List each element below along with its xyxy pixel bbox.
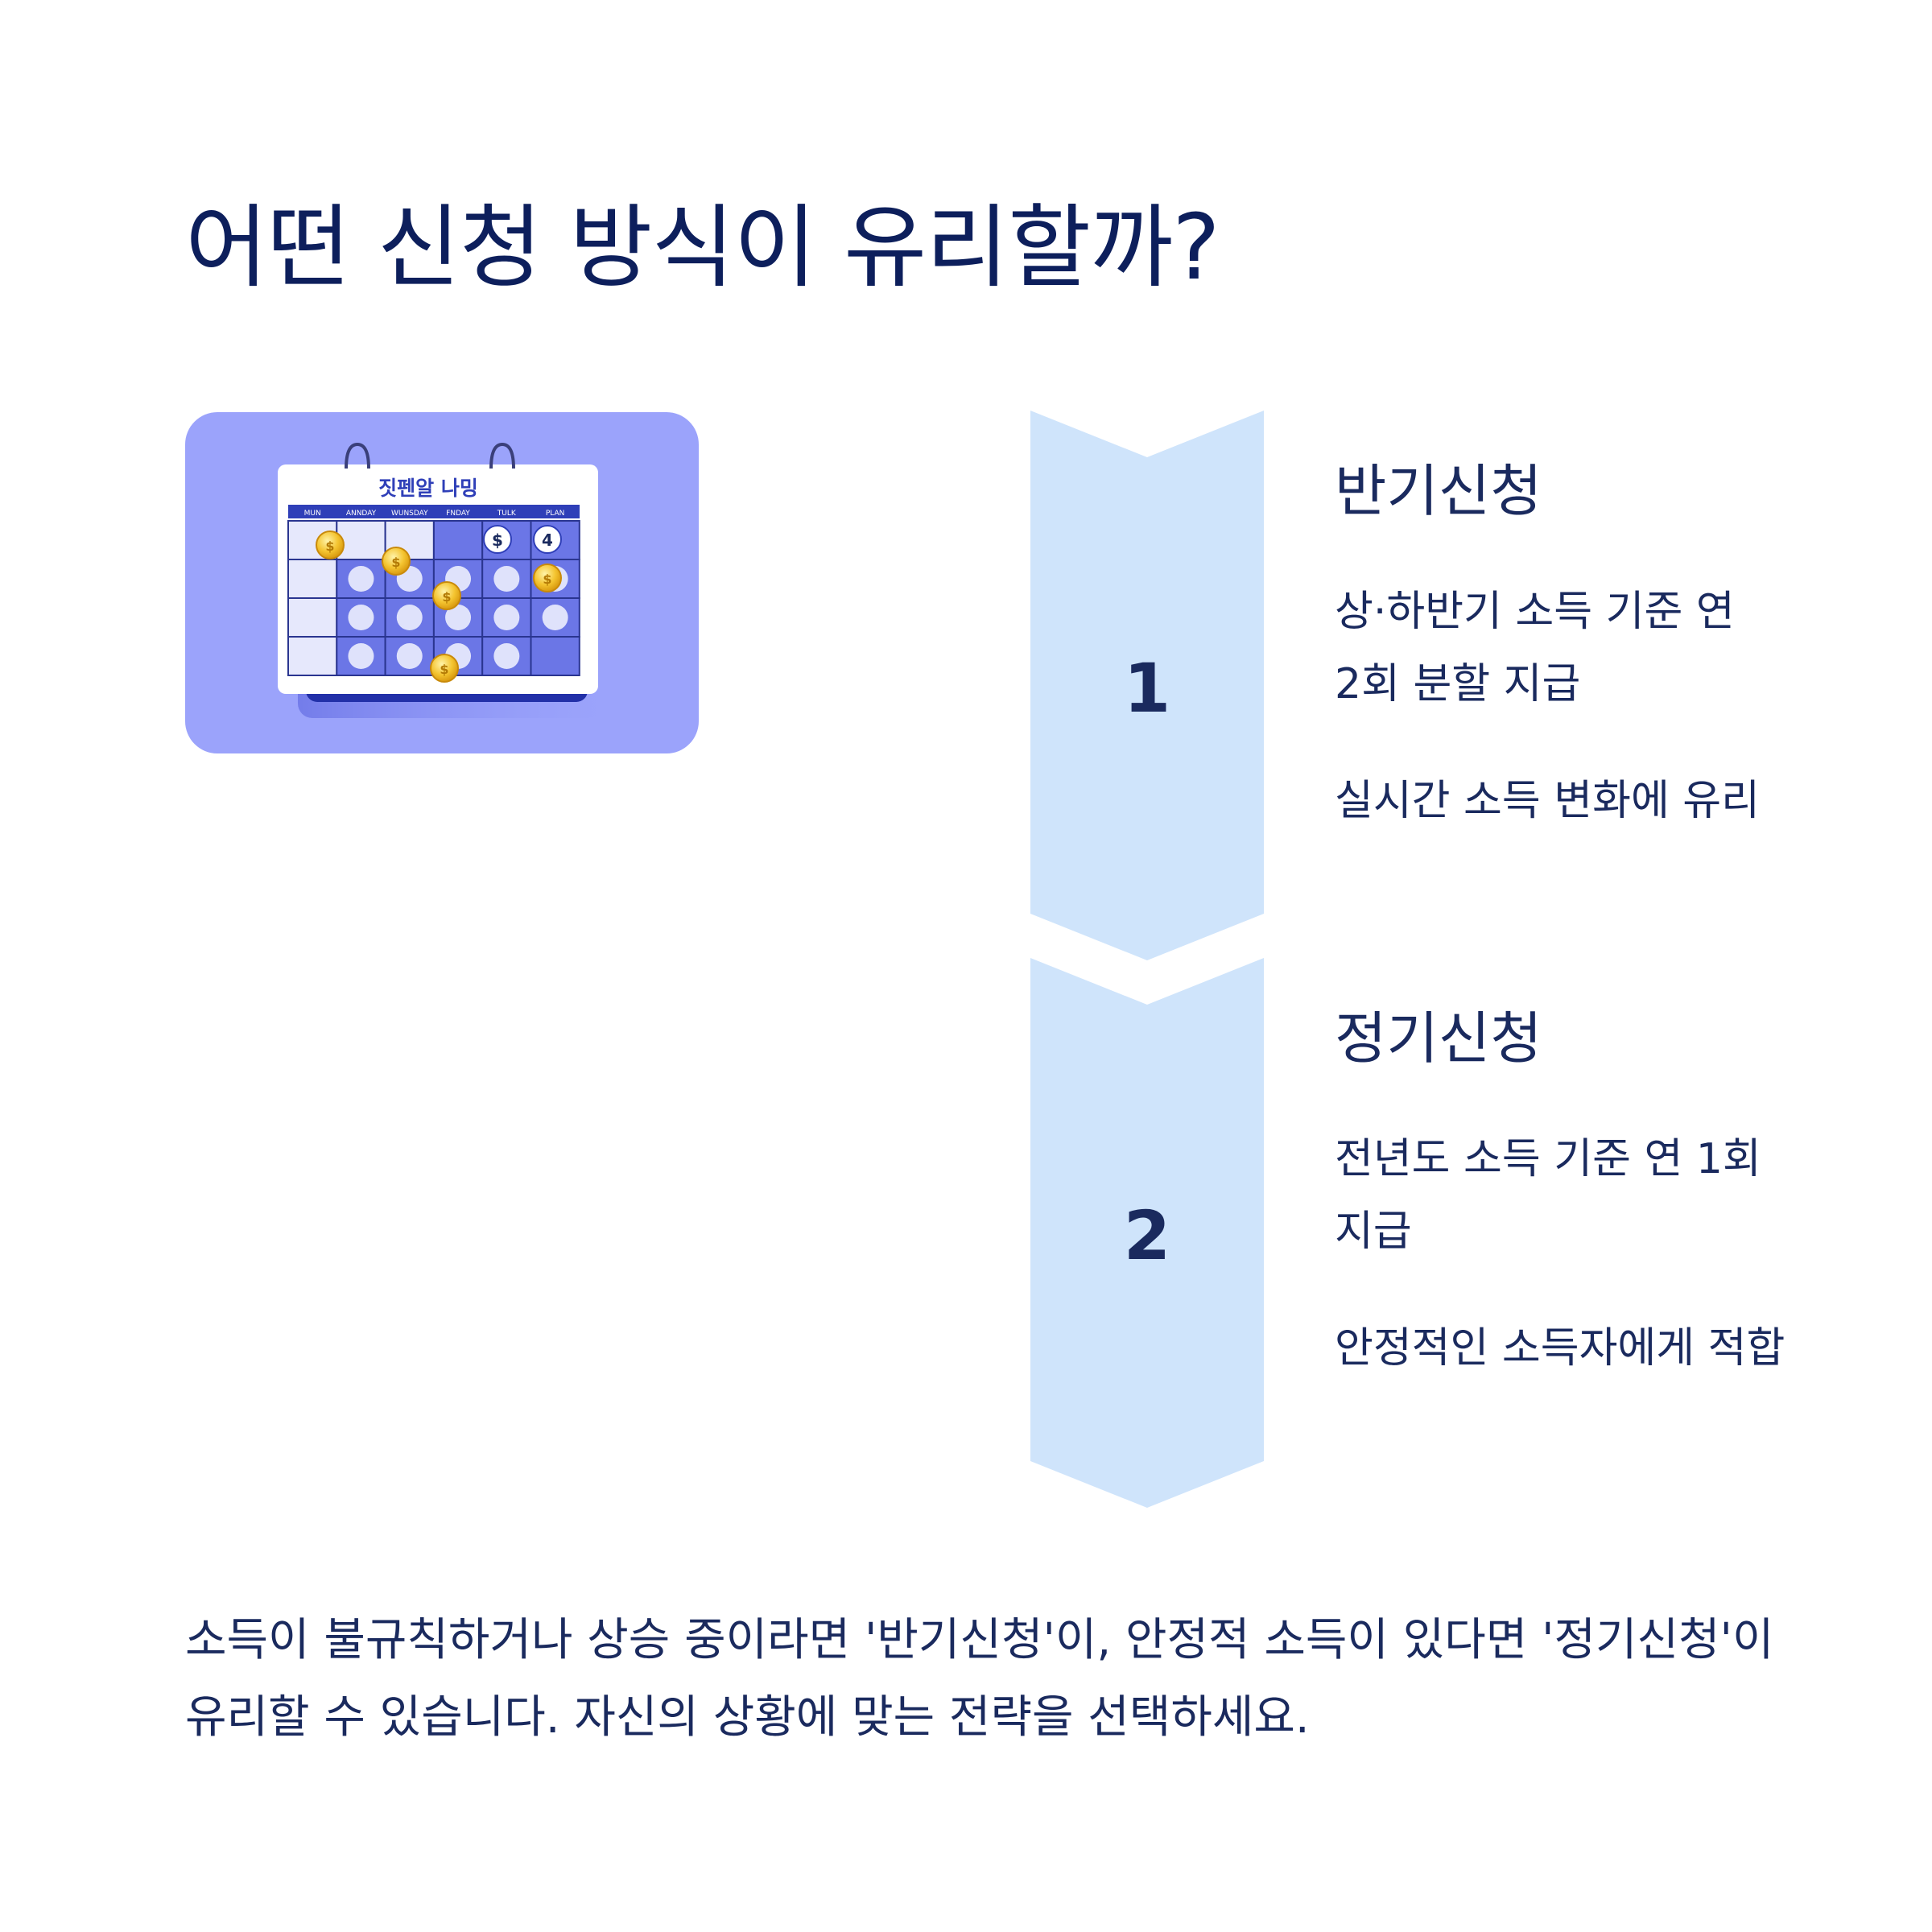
chevron-step-2 <box>1030 958 1264 1508</box>
svg-text:$: $ <box>391 555 400 570</box>
cell-dollar-symbol: $ <box>492 530 503 550</box>
day-header: TULK <box>497 510 517 518</box>
step-1-description-1: 상·하반기 소득 기준 연 2회 분할 지급 <box>1335 588 1735 708</box>
step-2-description-1: 전년도 소득 기준 연 1회 지급 <box>1335 1135 1761 1256</box>
coin-icon: $ <box>533 564 562 592</box>
page-title: 어떤 신청 방식이 유리할까? <box>185 196 1220 300</box>
coin-icon: $ <box>382 547 411 576</box>
ring-left <box>345 442 370 469</box>
day-header: ANNDAY <box>346 510 377 518</box>
calendar-illustration: 짓펜알 나밍 MUN ANNDAY WUNSDAY FNDAY TULK PLA… <box>185 412 699 753</box>
ring-right <box>489 442 515 469</box>
cell-dollar-badge <box>483 525 512 554</box>
svg-text:$: $ <box>543 572 551 587</box>
day-header: MUN <box>304 510 321 518</box>
calendar-title: 짓펜알 나밍 <box>378 477 478 500</box>
coin-icon: $ <box>432 581 461 610</box>
summary-text: 소득이 불규칙하거나 상승 중이라면 '반기신청'이, 안정적 소득이 있다면 … <box>185 1614 1774 1744</box>
step-title-2: 정기신청 <box>1335 1005 1542 1071</box>
step-2-description-2: 안정적인 소득자에게 적합 <box>1335 1324 1785 1373</box>
svg-text:$: $ <box>325 539 334 554</box>
day-header: WUNSDAY <box>391 510 428 518</box>
cell-number-badge <box>533 525 562 554</box>
day-header: PLAN <box>546 510 565 518</box>
step-number-2: 2 <box>1123 1196 1171 1275</box>
step-1-description-2: 실시간 소득 변화에 유리 <box>1335 777 1760 825</box>
cell-number-symbol: 4 <box>542 530 553 550</box>
step-chevrons <box>1030 411 1264 1508</box>
coin-icon: $ <box>316 530 345 559</box>
calendar-header-strip <box>288 505 580 518</box>
day-header: FNDAY <box>446 510 470 518</box>
step-number-1: 1 <box>1123 649 1171 728</box>
svg-text:$: $ <box>442 589 451 605</box>
chevron-step-1 <box>1030 411 1264 960</box>
svg-text:$: $ <box>440 662 448 677</box>
calendar-icon: 짓펜알 나밍 MUN ANNDAY WUNSDAY FNDAY TULK PLA… <box>278 442 604 718</box>
step-title-1: 반기신청 <box>1335 458 1542 524</box>
coin-icon: $ <box>430 654 459 683</box>
